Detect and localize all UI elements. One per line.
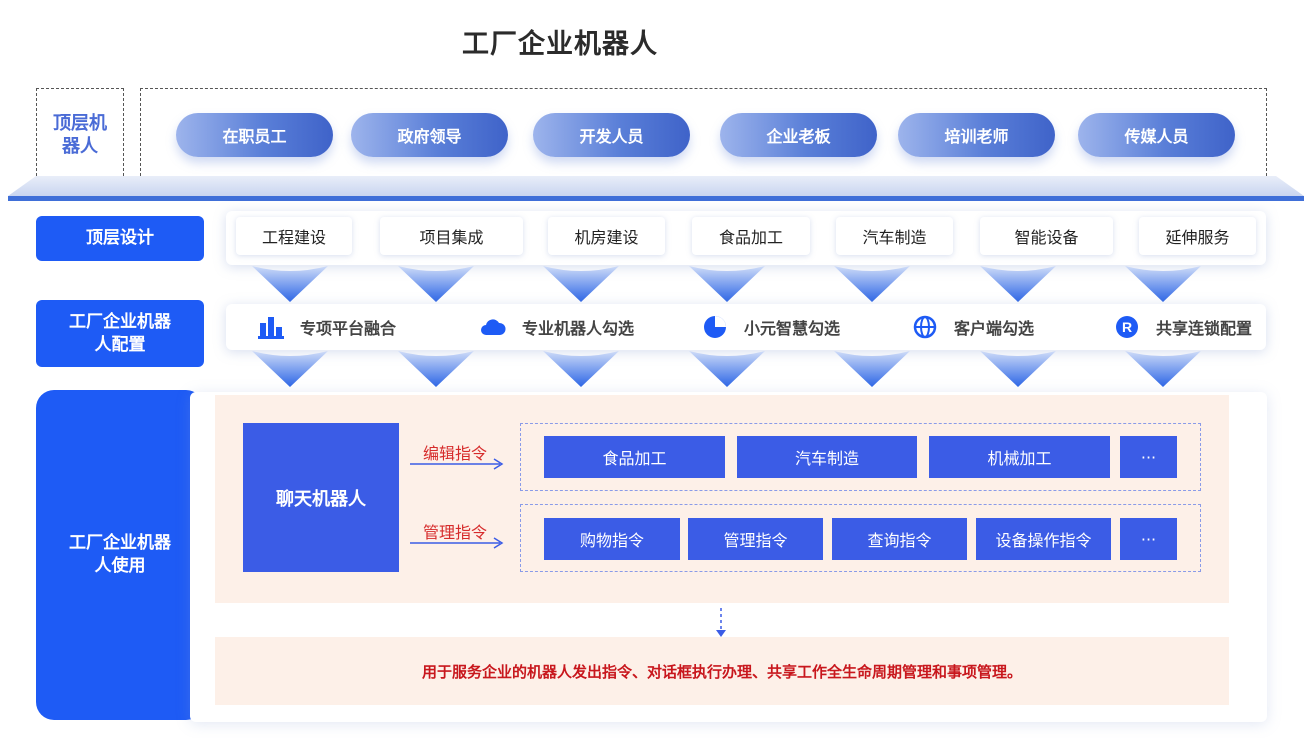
design-label: 顶层设计: [36, 216, 204, 261]
role-pill[interactable]: 传媒人员: [1078, 113, 1235, 157]
manage-command-cell[interactable]: 设备操作指令: [976, 518, 1111, 560]
pie-chart-icon: [702, 314, 728, 340]
config-item-label: 客户端勾选: [954, 319, 1035, 338]
edit-command-cell[interactable]: 食品加工: [544, 436, 725, 478]
config-item[interactable]: 客户端勾选: [912, 304, 1034, 350]
edit-command-box: 食品加工 汽车制造 机械加工 ···: [520, 423, 1201, 491]
usage-label-text: 工厂企业机器人使用: [69, 533, 171, 576]
svg-text:R: R: [1122, 319, 1132, 335]
design-panel: 工程建设 项目集成 机房建设 食品加工 汽车制造 智能设备 延伸服务: [226, 211, 1266, 265]
design-item[interactable]: 项目集成: [380, 217, 523, 255]
design-item[interactable]: 汽车制造: [836, 217, 953, 255]
manage-command-label: 管理指令: [423, 523, 488, 542]
config-label-text: 工厂企业机器人配置: [69, 311, 171, 355]
flow-down-arrow: [980, 351, 1056, 387]
manage-arrow: [410, 537, 504, 549]
flow-down-arrow: [543, 266, 619, 302]
manage-command-box: 购物指令 管理指令 查询指令 设备操作指令 ···: [520, 504, 1201, 572]
config-item[interactable]: 小元智慧勾选: [702, 304, 840, 350]
config-item[interactable]: R 共享连锁配置: [1114, 304, 1252, 350]
design-item[interactable]: 延伸服务: [1139, 217, 1256, 255]
chatbot-block[interactable]: 聊天机器人: [243, 423, 399, 572]
flow-down-arrow: [1125, 266, 1201, 302]
flow-down-arrow: [834, 351, 910, 387]
cloud-icon: [480, 314, 506, 340]
flow-down-arrow: [398, 351, 474, 387]
role-pill[interactable]: 培训老师: [898, 113, 1055, 157]
flow-down-arrow: [834, 266, 910, 302]
config-item[interactable]: 专业机器人勾选: [480, 304, 634, 350]
flow-down-arrow: [689, 266, 765, 302]
flow-down-arrow: [543, 351, 619, 387]
design-item[interactable]: 食品加工: [692, 217, 810, 255]
down-dashed-arrow: [716, 608, 726, 637]
usage-description: 用于服务企业的机器人发出指令、对话框执行办理、共享工作全生命周期管理和事项管理。: [215, 637, 1229, 705]
flow-down-arrow: [1125, 351, 1201, 387]
flow-down-arrow: [980, 266, 1056, 302]
config-item-label: 专业机器人勾选: [522, 319, 635, 338]
design-item[interactable]: 工程建设: [236, 217, 352, 255]
flow-down-arrow: [252, 351, 328, 387]
page-title: 工厂企业机器人: [462, 29, 658, 60]
role-pill[interactable]: 在职员工: [176, 113, 333, 157]
config-item-label: 专项平台融合: [300, 319, 397, 338]
roles-box: 在职员工 政府领导 开发人员 企业老板 培训老师 传媒人员: [140, 88, 1267, 181]
role-pill[interactable]: 企业老板: [720, 113, 877, 157]
manage-command-cell[interactable]: 购物指令: [544, 518, 680, 560]
building-chart-icon: [258, 314, 284, 340]
globe-icon: [912, 314, 938, 340]
config-item-label: 共享连锁配置: [1156, 319, 1253, 338]
manage-command-more[interactable]: ···: [1120, 518, 1177, 560]
edit-arrow: [410, 458, 504, 470]
edit-command-more[interactable]: ···: [1120, 436, 1177, 478]
config-panel: 专项平台融合 专业机器人勾选 小元智慧勾选 客户端勾选 R 共享连锁配置: [226, 304, 1266, 350]
config-item[interactable]: 专项平台融合: [258, 304, 396, 350]
manage-command-cell[interactable]: 管理指令: [688, 518, 823, 560]
flow-down-arrow: [252, 266, 328, 302]
platform-base: [8, 176, 1304, 201]
flow-down-arrow: [689, 351, 765, 387]
top-layer-label: 顶层机器人: [53, 112, 107, 157]
manage-command-cell[interactable]: 查询指令: [832, 518, 967, 560]
config-item-label: 小元智慧勾选: [744, 319, 841, 338]
design-item[interactable]: 机房建设: [548, 217, 665, 255]
config-label: 工厂企业机器人配置: [36, 300, 204, 367]
role-pill[interactable]: 开发人员: [533, 113, 690, 157]
edit-command-cell[interactable]: 机械加工: [929, 436, 1110, 478]
role-pill[interactable]: 政府领导: [351, 113, 508, 157]
edit-command-cell[interactable]: 汽车制造: [737, 436, 917, 478]
top-layer-label-box: 顶层机器人: [36, 88, 124, 181]
r-circle-icon: R: [1114, 314, 1140, 340]
design-item[interactable]: 智能设备: [980, 217, 1113, 255]
usage-label: 工厂企业机器人使用: [36, 390, 204, 720]
edit-command-label: 编辑指令: [423, 444, 488, 463]
flow-down-arrow: [398, 266, 474, 302]
